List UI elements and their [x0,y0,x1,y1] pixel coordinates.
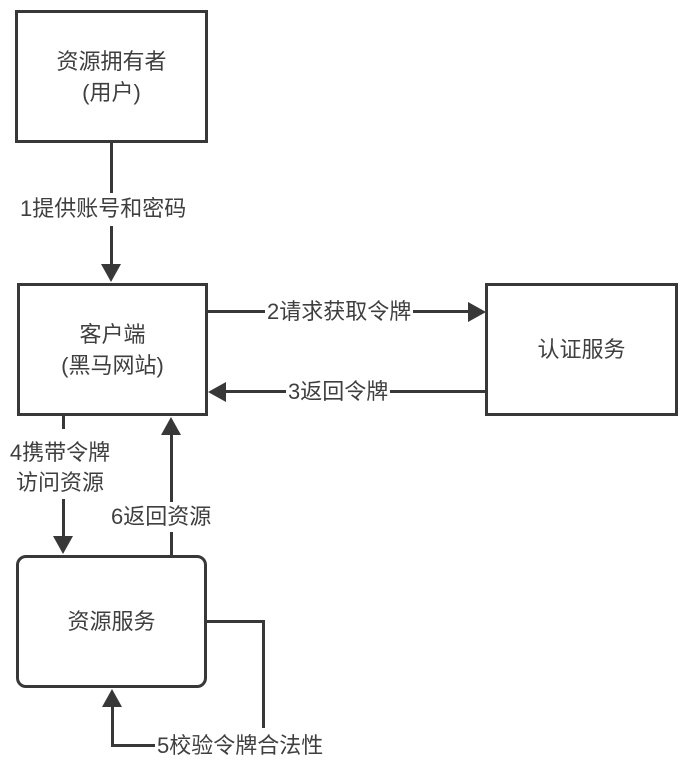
node-resource-service-label: 资源服务 [67,609,156,634]
edge-step5-line-out [207,620,265,623]
node-client: 客户端 (黑马网站) [17,283,208,416]
node-resource-owner: 资源拥有者 (用户) [15,10,208,143]
edge-step2-arrowhead-right-icon [468,302,486,322]
edge-step6-label: 6返回资源 [109,504,214,530]
edge-step4-label: 4携带令牌 访问资源 [4,438,116,498]
edge-step1-line-upper [110,143,113,193]
edge-step1-line-lower [110,226,113,264]
node-resource-owner-label-line2: (用户) [82,79,141,105]
node-resource-owner-label-line1: 资源拥有者 [56,48,167,74]
edge-step5-line-down [262,620,265,728]
node-client-label-line1: 客户端 [79,321,146,347]
edge-step5-line-return [111,705,114,747]
edge-step6-line-upper [170,435,173,502]
edge-step2-label: 2请求获取令牌 [265,299,414,325]
node-auth-service: 认证服务 [485,283,678,416]
edge-step5-line-back [113,744,155,747]
edge-step4-label-line2: 访问资源 [15,470,104,495]
node-auth-service-label: 认证服务 [537,337,626,362]
edge-step5-label: 5校验令牌合法性 [155,733,326,759]
edge-step3-arrowhead-left-icon [208,382,226,402]
edge-step1-label: 1提供账号和密码 [18,196,189,222]
edge-step6-arrowhead-up-icon [161,417,181,435]
edge-step6-line-lower [170,532,173,555]
edge-step4-line-upper [62,416,65,429]
edge-step3-label: 3返回令牌 [286,379,391,405]
edge-step4-line-lower [62,499,65,536]
edge-step4-arrowhead-down-icon [53,536,73,554]
edge-step4-label-line1: 4携带令牌 [9,440,111,465]
edge-step5-arrowhead-up-icon [102,689,122,707]
edge-step1-arrowhead-down-icon [101,264,121,282]
node-resource-service: 资源服务 [16,555,207,688]
node-client-label-line2: (黑马网站) [61,352,164,378]
